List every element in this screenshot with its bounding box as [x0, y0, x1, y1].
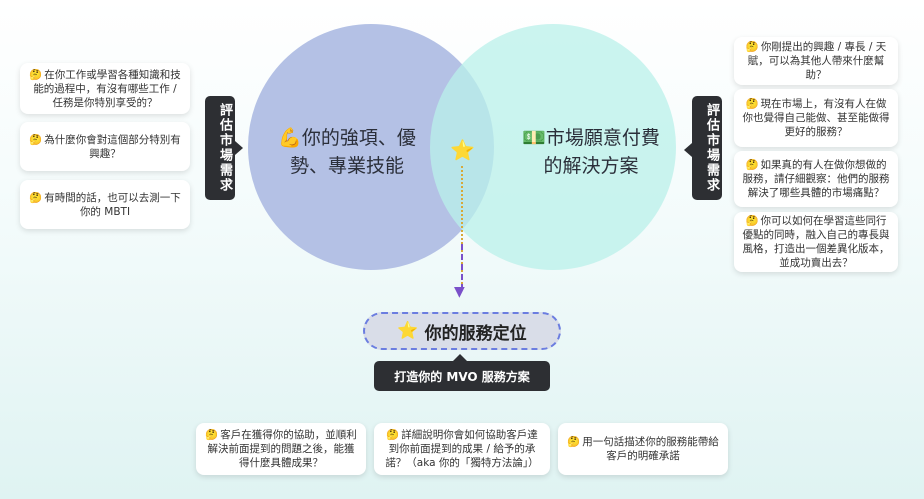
left-card-3: 🤔有時間的話，也可以去測一下你的 MBTI	[20, 180, 190, 229]
right-card-2-text: 現在市場上，有沒有人在做你也覺得自己能做、甚至能做得更好的服務？	[742, 98, 890, 138]
left-card-2: 🤔為什麼你會對這個部分特別有興趣？	[20, 122, 190, 171]
right-card-1-text: 你剛提出的興趣 / 專長 / 天賦，可以為其他人帶來什麼幫助？	[747, 41, 887, 81]
thinking-icon: 🤔	[745, 159, 759, 171]
arrow-down-icon: ▼	[454, 284, 465, 300]
mvo-label: 打造你的 MVO 服務方案	[374, 361, 550, 391]
dotted-connector	[461, 166, 463, 284]
right-market-label: 評估市場需求	[692, 96, 722, 200]
right-card-2: 🤔現在市場上，有沒有人在做你也覺得自己能做、甚至能做得更好的服務？	[734, 89, 898, 147]
muscle-icon: 💪	[278, 127, 302, 149]
dashed-arrow-line	[461, 244, 463, 290]
bottom-card-2-text: 詳細說明你會如何協助客戶達到你前面提到的成果 / 給予的承諾？（aka 你的「獨…	[385, 429, 539, 469]
left-card-1: 🤔在你工作或學習各種知識和技能的過程中，有沒有哪些工作 / 任務是你特別享受的？	[20, 63, 190, 114]
bottom-card-1: 🤔客戶在獲得你的協助，並順利解決前面提到的問題之後，能獲得什麼具體成果？	[196, 423, 366, 475]
left-card-2-text: 為什麼你會對這個部分特別有興趣？	[44, 133, 181, 160]
strengths-label: 💪你的強項、優勢、專業技能	[262, 124, 432, 180]
right-card-3-text: 如果真的有人在做你想做的服務，請仔細觀察：他們的服務解決了哪些具體的市場痛點？	[742, 159, 890, 199]
star-icon: ⭐	[450, 138, 475, 162]
right-card-1: 🤔你剛提出的興趣 / 專長 / 天賦，可以為其他人帶來什麼幫助？	[734, 37, 898, 85]
left-card-1-text: 在你工作或學習各種知識和技能的過程中，有沒有哪些工作 / 任務是你特別享受的？	[33, 68, 181, 109]
bottom-card-1-text: 客戶在獲得你的協助，並順利解決前面提到的問題之後，能獲得什麼具體成果？	[207, 429, 357, 469]
right-card-4-text: 你可以如何在學習這些同行優點的同時，融入自己的專長與風格，打造出一個差異化版本，…	[742, 215, 890, 269]
left-pointer-icon	[235, 141, 243, 155]
thinking-icon: 🤔	[567, 436, 581, 448]
thinking-icon: 🤔	[29, 191, 43, 204]
market-solutions-circle	[430, 24, 676, 270]
thinking-icon: 🤔	[745, 215, 759, 227]
bottom-card-3: 🤔用一句話描述你的服務能帶給客戶的明確承諾	[558, 423, 728, 475]
star-icon: ⭐	[397, 321, 419, 341]
market-label: 💵市場願意付費的解決方案	[516, 124, 666, 180]
thinking-icon: 🤔	[29, 68, 43, 81]
mvo-pointer-icon	[452, 354, 468, 362]
bottom-card-2: 🤔詳細說明你會如何協助客戶達到你前面提到的成果 / 給予的承諾？（aka 你的「…	[374, 423, 550, 475]
bottom-card-3-text: 用一句話描述你的服務能帶給客戶的明確承諾	[582, 436, 719, 462]
thinking-icon: 🤔	[29, 133, 43, 146]
thinking-icon: 🤔	[205, 429, 219, 441]
right-card-3: 🤔如果真的有人在做你想做的服務，請仔細觀察：他們的服務解決了哪些具體的市場痛點？	[734, 151, 898, 207]
right-pointer-icon	[684, 143, 692, 157]
service-position-pill: ⭐你的服務定位	[363, 312, 561, 350]
strengths-text: 你的強項、優勢、專業技能	[289, 127, 416, 177]
money-icon: 💵	[522, 127, 546, 149]
thinking-icon: 🤔	[745, 98, 759, 110]
service-position-title: 你的服務定位	[424, 323, 527, 344]
left-market-label: 評估市場需求	[205, 96, 235, 200]
market-text: 市場願意付費的解決方案	[543, 127, 660, 177]
right-card-4: 🤔你可以如何在學習這些同行優點的同時，融入自己的專長與風格，打造出一個差異化版本…	[734, 212, 898, 272]
thinking-icon: 🤔	[745, 41, 759, 53]
thinking-icon: 🤔	[386, 429, 400, 441]
left-card-3-text: 有時間的話，也可以去測一下你的 MBTI	[44, 191, 181, 218]
